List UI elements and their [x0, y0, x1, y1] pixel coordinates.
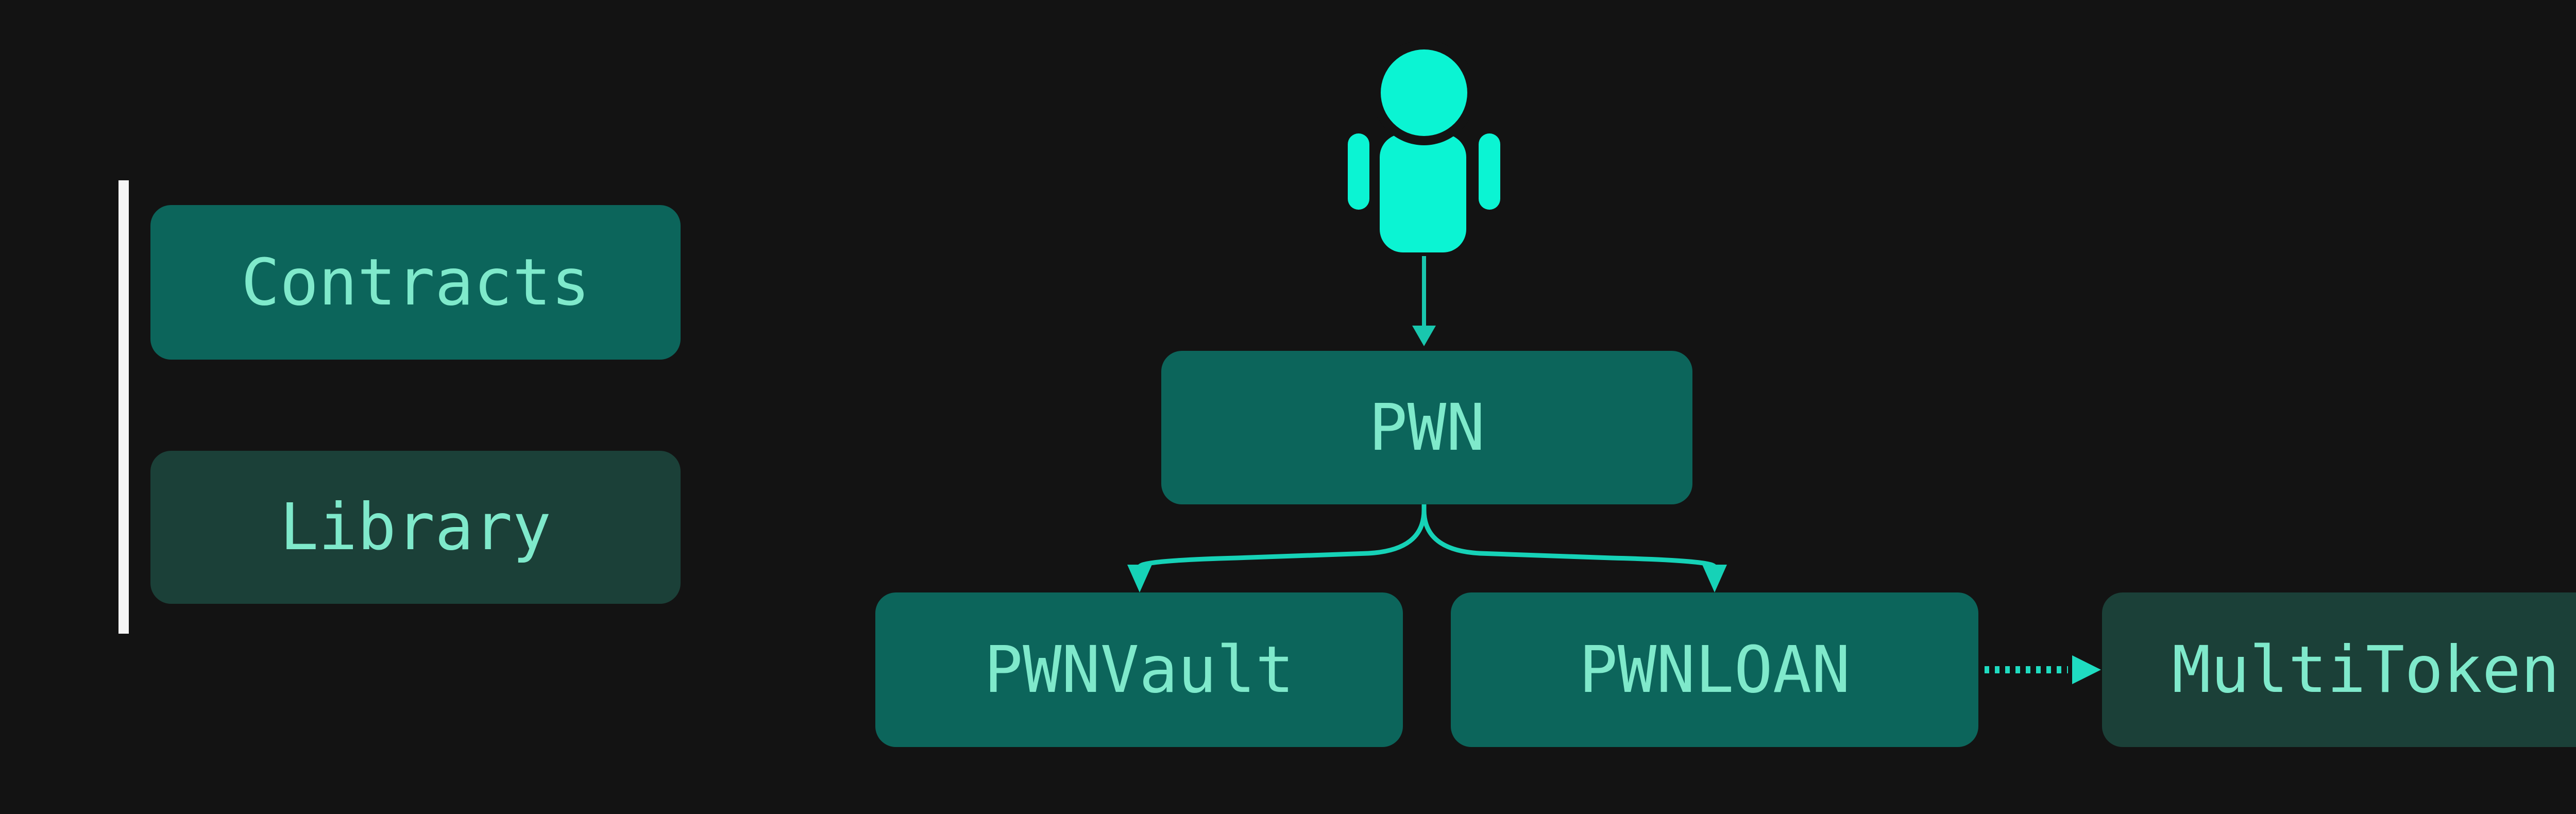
edge-pwn-to-pwnloan-arrowhead [1702, 565, 1727, 592]
node-pwnvault: PWNVault [875, 592, 1403, 747]
node-pwn: PWN [1161, 351, 1692, 504]
edge-actor-to-pwn-arrowhead [1412, 326, 1436, 346]
legend-item-library-label: Library [280, 490, 551, 565]
edge-pwn-to-pwnvault-arrowhead [1127, 565, 1152, 592]
legend-item-library: Library [150, 451, 681, 604]
node-pwnloan: PWNLOAN [1451, 592, 1978, 747]
node-multitoken-label: MultiToken [2172, 632, 2560, 707]
person-torso [1380, 134, 1466, 252]
edge-pwn-to-pwnvault [1127, 504, 1427, 592]
edge-pwnloan-to-multitoken-arrowhead [2072, 655, 2101, 684]
node-pwnvault-label: PWNVault [984, 632, 1295, 707]
person-right-arm [1479, 133, 1500, 210]
node-multitoken: MultiToken [2102, 592, 2576, 747]
legend-bar [118, 180, 129, 634]
legend-item-contracts: Contracts [150, 205, 681, 360]
legend-item-contracts-label: Contracts [241, 245, 590, 320]
edge-pwn-to-pwnloan [1421, 504, 1727, 592]
person-icon [1348, 40, 1500, 252]
person-head [1381, 49, 1467, 136]
person-left-arm [1348, 133, 1369, 210]
node-pwnloan-label: PWNLOAN [1579, 632, 1851, 707]
edge-actor-to-pwn [1412, 256, 1436, 346]
edge-pwnloan-to-multitoken [1985, 655, 2101, 684]
node-pwn-label: PWN [1368, 390, 1485, 465]
edge-pwn-to-pwnloan-curve [1421, 504, 1717, 568]
edge-pwn-to-pwnvault-curve [1137, 504, 1427, 568]
